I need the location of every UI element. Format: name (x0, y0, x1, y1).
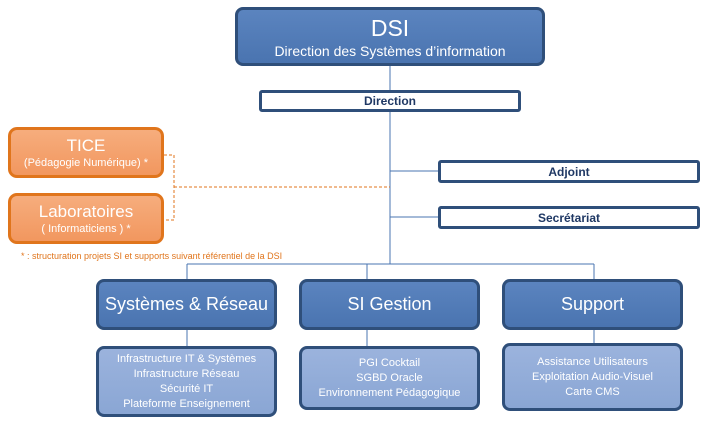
sub-item: Carte CMS (565, 385, 620, 398)
dept-name: Systèmes & Réseau (104, 294, 269, 314)
laboratoires-box: Laboratoires ( Informaticiens ) * (8, 193, 164, 244)
sub-box-systemes-reseau: Infrastructure IT & Systèmes Infrastruct… (96, 346, 277, 417)
adjoint-label: Adjoint (548, 164, 590, 179)
tice-title: TICE (66, 135, 106, 155)
dept-box-si-gestion: SI Gestion (299, 279, 480, 330)
dashed-bracket (164, 154, 175, 221)
secretariat-label: Secrétariat (537, 210, 601, 225)
dsi-title: DSI (370, 14, 410, 41)
dept-box-systemes-reseau: Systèmes & Réseau (96, 279, 277, 330)
sub-item: PGI Cocktail (358, 356, 421, 369)
direction-box: Direction (259, 90, 521, 112)
sub-box-support: Assistance Utilisateurs Exploitation Aud… (502, 343, 683, 411)
secretariat-box: Secrétariat (438, 206, 700, 229)
sub-item: Exploitation Audio-Visuel (532, 370, 653, 383)
tice-box: TICE (Pédagogie Numérique) * (8, 127, 164, 178)
sub-item: Sécurité IT (159, 382, 214, 395)
dept-name: SI Gestion (347, 294, 432, 314)
dept-box-support: Support (502, 279, 683, 330)
dept-name: Support (560, 294, 625, 314)
tice-subtitle: (Pédagogie Numérique) * (23, 156, 149, 169)
adjoint-box: Adjoint (438, 160, 700, 183)
sub-item: Assistance Utilisateurs (537, 355, 648, 368)
dsi-subtitle: Direction des Systèmes d’information (274, 42, 506, 59)
sub-box-si-gestion: PGI Cocktail SGBD Oracle Environnement P… (299, 346, 480, 410)
dsi-box: DSI Direction des Systèmes d’information (235, 7, 545, 66)
sub-item: Plateforme Enseignement (123, 397, 250, 410)
footnote: * : structuration projets SI et supports… (21, 251, 283, 261)
sub-item: Infrastructure IT & Systèmes (116, 352, 257, 365)
sub-item: SGBD Oracle (356, 371, 423, 384)
laboratoires-title: Laboratoires (38, 201, 134, 221)
direction-label: Direction (363, 94, 416, 108)
sub-item: Infrastructure Réseau (133, 367, 240, 380)
laboratoires-subtitle: ( Informaticiens ) * (41, 222, 131, 235)
sub-item: Environnement Pédagogique (318, 386, 461, 399)
